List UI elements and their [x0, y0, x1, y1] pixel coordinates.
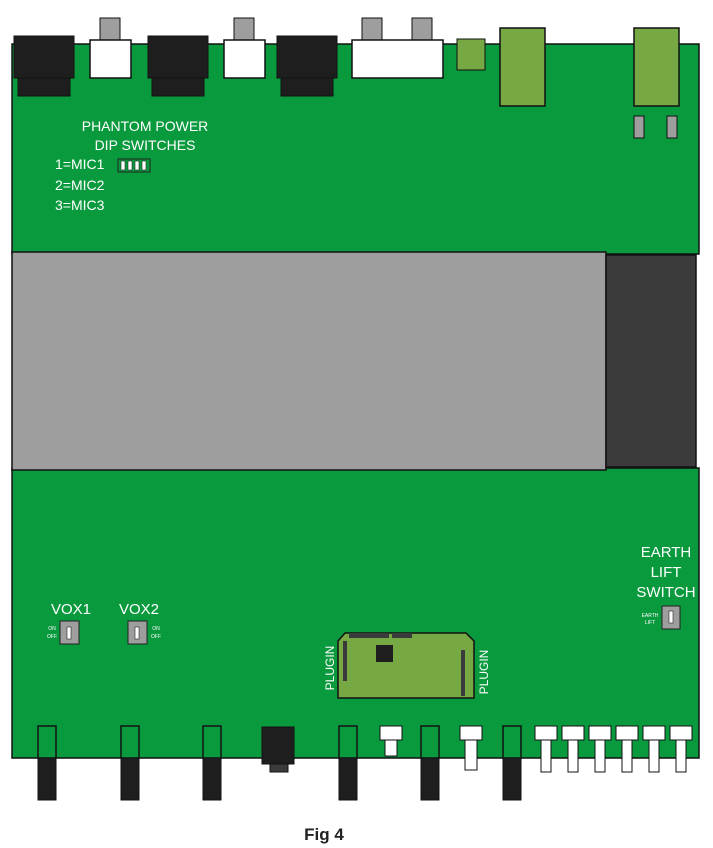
- vox2-on-label: ON: [152, 626, 160, 632]
- vox2-label: VOX2: [119, 601, 159, 618]
- bottom-connector-1: [37, 725, 57, 801]
- mic1-label: 1=MIC1: [55, 156, 105, 172]
- jack-connector-2: [223, 17, 266, 79]
- dark-module: [605, 254, 697, 468]
- vox2-switch[interactable]: [127, 620, 148, 645]
- grey-module: [11, 251, 607, 471]
- plugin-label-right: PLUGIN: [477, 650, 491, 695]
- bottom-connector-2: [120, 725, 140, 801]
- dip-switches-title: DIP SWITCHES: [95, 137, 196, 153]
- headphone-jack: [261, 726, 295, 773]
- terminal-block-4: [615, 725, 639, 773]
- bottom-connector-6: [502, 725, 522, 801]
- terminal-block-2: [561, 725, 585, 773]
- jack-connector-1: [89, 17, 132, 79]
- dual-jack-connector: [351, 17, 444, 79]
- terminal-block-5: [642, 725, 666, 773]
- small-green-component: [456, 38, 486, 71]
- lift-small-label: LIFT: [645, 620, 655, 626]
- phantom-power-title: PHANTOM POWER: [82, 118, 209, 134]
- switch-label: SWITCH: [636, 584, 695, 601]
- green-component-large-1: [499, 27, 546, 107]
- mic2-label: 2=MIC2: [55, 177, 105, 193]
- earth-label: EARTH: [641, 544, 692, 561]
- plugin-label-left: PLUGIN: [323, 646, 337, 691]
- vox2-off-label: OFF: [151, 634, 161, 640]
- terminal-block-3: [588, 725, 612, 773]
- figure-caption: Fig 4: [304, 825, 344, 844]
- green-component-large-2: [633, 27, 680, 139]
- vox1-switch[interactable]: [59, 620, 80, 645]
- bottom-connector-4: [338, 725, 358, 801]
- bottom-connector-3: [202, 725, 222, 801]
- xlr-connector-3: [276, 35, 338, 97]
- white-terminal-1: [379, 725, 403, 757]
- vox1-label: VOX1: [51, 601, 91, 618]
- bottom-connector-5: [420, 725, 440, 801]
- white-terminal-2: [459, 725, 483, 771]
- earth-small-label: EARTH: [642, 613, 659, 619]
- board-bottom: [11, 467, 700, 759]
- terminal-block-1: [534, 725, 558, 773]
- terminal-block-6: [669, 725, 693, 773]
- lift-label: LIFT: [651, 564, 682, 581]
- board-top: [11, 43, 700, 255]
- vox1-off-label: OFF: [47, 634, 57, 640]
- xlr-connector-1: [13, 35, 75, 97]
- phantom-dip-switch[interactable]: [117, 158, 151, 173]
- earth-lift-switch[interactable]: [661, 605, 681, 630]
- plugin-card: [337, 632, 475, 699]
- vox1-on-label: ON: [48, 626, 56, 632]
- xlr-connector-2: [147, 35, 209, 97]
- mic3-label: 3=MIC3: [55, 197, 105, 213]
